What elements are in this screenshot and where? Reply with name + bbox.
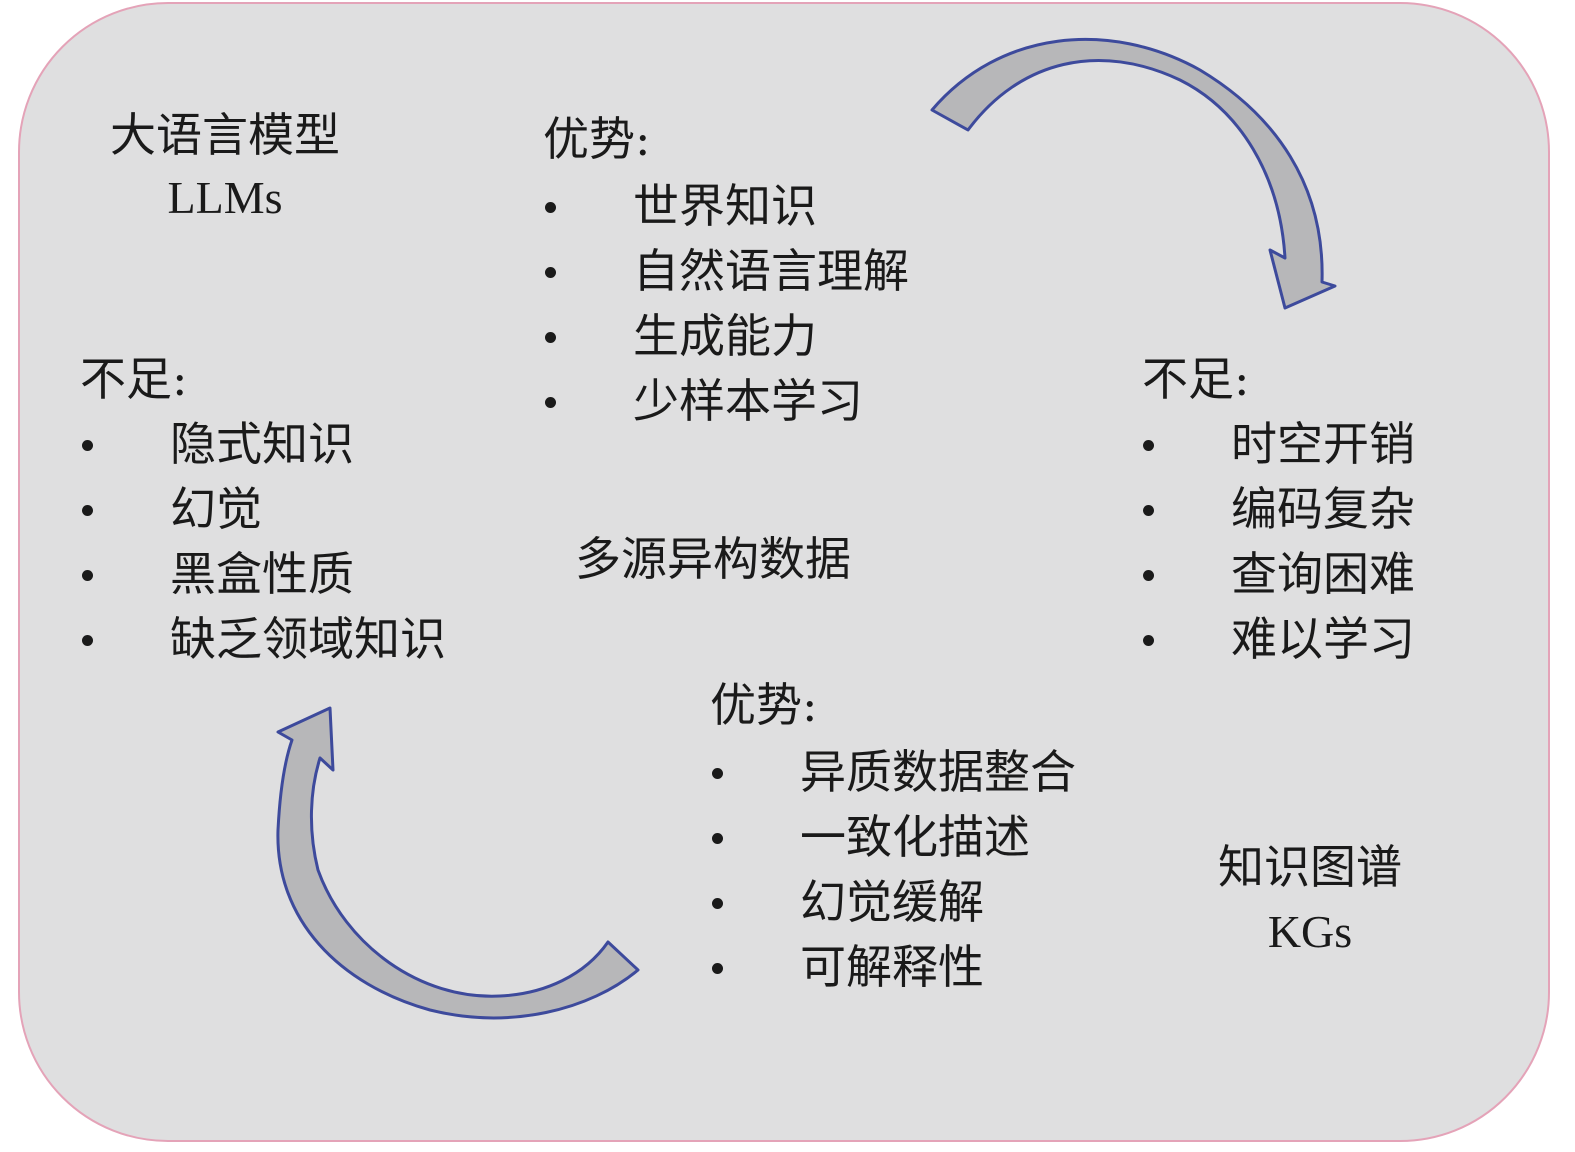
bullet-icon [1143, 635, 1154, 646]
kg-weaknesses-heading: 不足: [1142, 352, 1250, 406]
bullet-icon [545, 332, 556, 343]
bullet-icon [712, 833, 723, 844]
bullet-icon [545, 397, 556, 408]
bullet-icon [712, 768, 723, 779]
bullet-icon [82, 570, 93, 581]
bullet-icon [1143, 505, 1154, 516]
llm-strengths-heading: 优势: [543, 112, 651, 166]
bullet-icon [82, 635, 93, 646]
bullet-icon [1143, 570, 1154, 581]
bullet-icon [82, 505, 93, 516]
llm-weaknesses-heading: 不足: [80, 352, 188, 406]
kg-strengths-heading: 优势: [710, 678, 818, 732]
bullet-icon [712, 898, 723, 909]
bullet-icon [545, 202, 556, 213]
bullet-icon [82, 440, 93, 451]
bullet-icon [712, 963, 723, 974]
bullet-icon [545, 267, 556, 278]
llm-abbr: LLMs [167, 172, 283, 223]
center-label: 多源异构数据 [575, 532, 851, 586]
llm-title: 大语言模型 [110, 108, 340, 162]
kg-title: 知识图谱 [1218, 840, 1402, 894]
bullet-icon [1143, 440, 1154, 451]
arrow-llm-to-kg [930, 37, 1337, 310]
arrow-kg-to-llm [276, 706, 640, 1020]
kg-abbr: KGs [1267, 906, 1353, 957]
